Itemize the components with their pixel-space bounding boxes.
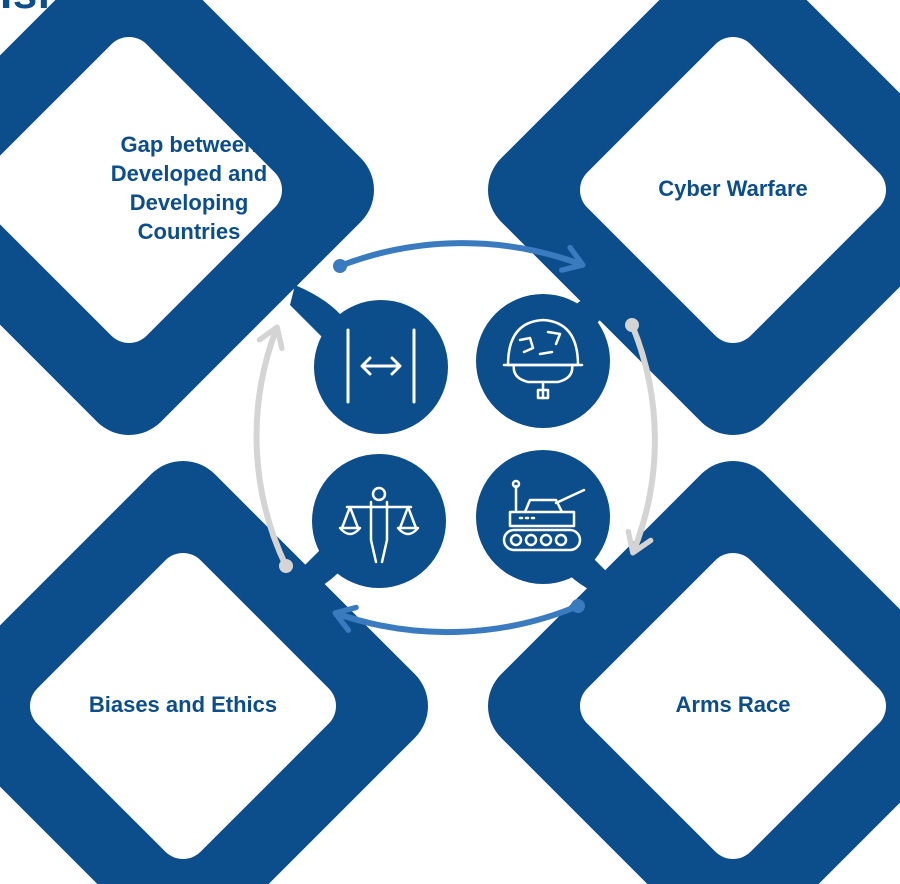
arrow-right-dot <box>625 318 639 332</box>
diamond-card-cyber <box>488 0 900 435</box>
gap-arrows-icon <box>346 328 416 404</box>
diamond-card-biases <box>0 461 428 884</box>
label-arms: Arms Race <box>675 692 791 717</box>
tank-icon <box>502 479 586 552</box>
icon-circle-cyber <box>476 294 610 428</box>
military-helmet-icon <box>502 318 584 400</box>
arrow-left-dot <box>279 559 293 573</box>
diamond-card-arms <box>488 461 900 884</box>
arrow-top-dot <box>333 259 347 273</box>
label-biases: Biases and Ethics <box>88 692 278 717</box>
arrow-right <box>625 322 658 556</box>
arrow-bottom-dot <box>571 599 585 613</box>
label-cyber: Cyber Warfare <box>658 176 808 201</box>
arrow-left <box>253 324 289 569</box>
label-gap: Gap between Developed and Developing Cou… <box>110 132 268 244</box>
arrow-top <box>337 240 586 273</box>
arrow-bottom <box>332 603 581 636</box>
icon-circle-gap <box>314 300 448 434</box>
icon-circle-biases <box>312 454 446 588</box>
scales-of-justice-icon <box>338 486 420 564</box>
diamond-card-gap <box>0 0 374 435</box>
icon-circle-arms <box>476 450 610 584</box>
